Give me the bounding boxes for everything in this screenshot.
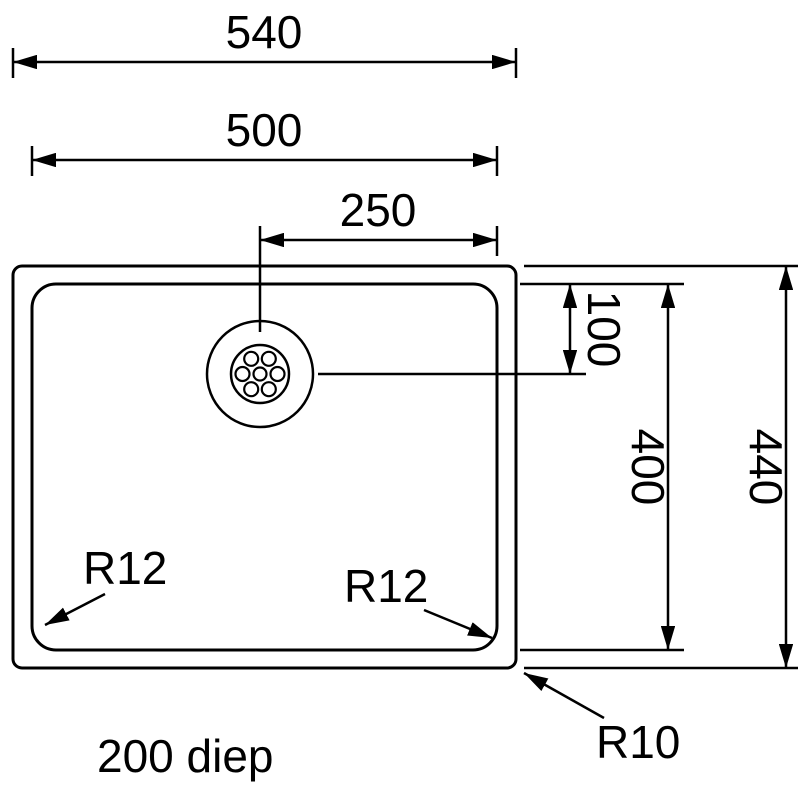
radius-outer-corner: R10 xyxy=(523,671,680,768)
drain-hole xyxy=(260,381,277,398)
drain-hole xyxy=(243,350,260,367)
drain-strainer xyxy=(205,319,315,429)
drain-center-hole xyxy=(252,366,268,382)
dim-outer-height: 440 xyxy=(524,264,798,670)
leader-line xyxy=(423,608,493,640)
dim-bowl-height: 400 xyxy=(520,282,684,652)
leader-line xyxy=(44,592,106,627)
drain-hole xyxy=(243,381,260,398)
drain-hole xyxy=(260,350,277,367)
sink-outline xyxy=(11,264,518,670)
radius-bowl-left: R12 xyxy=(44,542,167,627)
radius-label: R12 xyxy=(344,560,428,612)
radius-label: R10 xyxy=(596,716,680,768)
sink-outer-edge xyxy=(11,264,518,670)
dim-drain-offset-vertical: 100 xyxy=(318,284,630,376)
dimension-label: 400 xyxy=(622,429,674,506)
leader-line xyxy=(523,671,605,720)
dim-outer-width: 540 xyxy=(11,6,518,78)
dim-bowl-width: 500 xyxy=(30,104,499,176)
drain-ring xyxy=(229,343,291,405)
radius-label: R12 xyxy=(83,542,167,594)
dim-drain-offset-horizontal: 250 xyxy=(258,184,499,332)
drain-hole xyxy=(234,365,251,383)
sink-bowl-edge xyxy=(30,282,499,652)
depth-note: 200 diep xyxy=(97,730,274,782)
radius-bowl-right: R12 xyxy=(344,560,493,640)
dimension-label: 500 xyxy=(226,104,303,156)
drain-outer-circle xyxy=(205,319,315,429)
dimension-label: 540 xyxy=(226,6,303,58)
drain-hole xyxy=(269,365,286,383)
dimension-label: 100 xyxy=(578,291,630,368)
dimension-label: 250 xyxy=(340,184,417,236)
dimension-label: 440 xyxy=(740,429,792,506)
